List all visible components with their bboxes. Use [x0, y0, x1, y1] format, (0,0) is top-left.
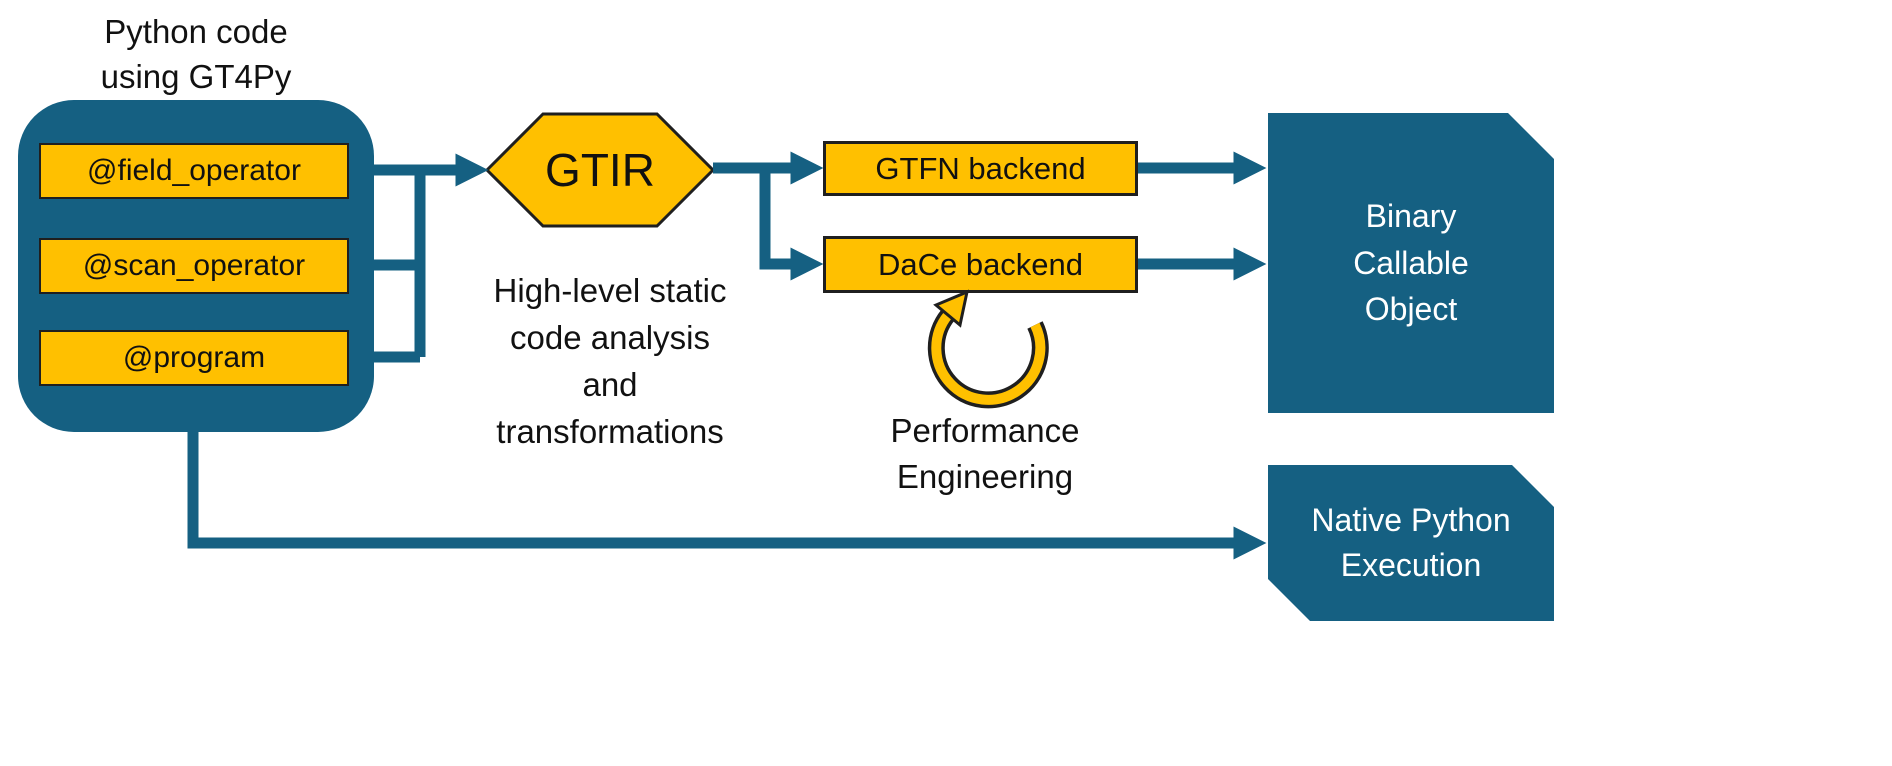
- binary-callable-line3: Object: [1364, 291, 1458, 328]
- native-python-line1: Native Python: [1311, 502, 1511, 539]
- arrow-gtir-to-dace: [759, 168, 824, 281]
- source-group-title: Python code using GT4Py: [8, 10, 384, 99]
- performance-caption-line2: Engineering: [896, 458, 1074, 496]
- program-node: @program: [39, 330, 349, 386]
- gtir-description-line2: code analysis: [510, 318, 710, 356]
- performance-engineering-caption: Performance Engineering: [790, 408, 1180, 500]
- native-python-line2: Execution: [1340, 547, 1482, 583]
- binary-callable-object-node: Binary Callable Object: [1268, 113, 1554, 413]
- gtir-description-line1: High-level static: [493, 272, 727, 309]
- connector-decorators-merge: [373, 170, 426, 363]
- source-group-title-line1: Python code: [104, 13, 288, 50]
- binary-callable-line2: Callable: [1353, 244, 1469, 281]
- gtir-description: High-level static code analysis and tran…: [420, 268, 800, 455]
- python-source-container: @field_operator @scan_operator @program: [18, 100, 374, 432]
- gtir-description-line3: and: [582, 365, 638, 403]
- field-operator-node: @field_operator: [39, 143, 349, 199]
- performance-loop-arrowhead-icon: [933, 289, 970, 328]
- gtir-node-label: GTIR: [545, 144, 655, 196]
- scan-operator-node: @scan_operator: [39, 238, 349, 294]
- dace-backend-node: DaCe backend: [823, 236, 1138, 293]
- binary-callable-line1: Binary: [1365, 198, 1457, 235]
- native-python-execution-node: Native Python Execution: [1268, 465, 1554, 621]
- source-group-title-line2: using GT4Py: [100, 57, 292, 95]
- gtfn-backend-node: GTFN backend: [823, 141, 1138, 196]
- performance-loop-outline: [927, 309, 1049, 409]
- performance-caption-line1: Performance: [890, 412, 1080, 449]
- performance-loop-arrow: [931, 311, 1046, 405]
- gtir-description-line4: transformations: [496, 412, 724, 450]
